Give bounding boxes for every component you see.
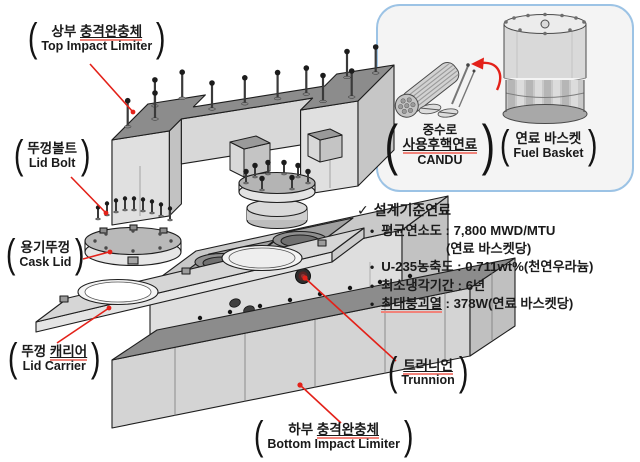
paren-close: ) — [587, 123, 597, 167]
design-basis-fuel-specs: ✓설계기준연료 •평균연소도 : 7,800 MWD/MTU (연료 바스켓당)… — [357, 200, 640, 313]
fuel-basket-part — [502, 12, 588, 124]
bullet-icon: • — [370, 296, 375, 311]
paren-open: ( — [384, 113, 399, 176]
bundle-end-plates — [418, 103, 459, 118]
specs-title: ✓설계기준연료 — [357, 202, 452, 218]
label-bottom-impact-limiter: ( 하부 충격완충체 Bottom Impact Limiter ) — [253, 414, 414, 458]
label-lid-bolt: ( 뚜껑볼트 Lid Bolt ) — [13, 133, 91, 177]
paren-close: ) — [80, 133, 91, 177]
spec-item-enrichment: •U-235농축도 : 0.711wt%(천연우라늄) — [370, 259, 594, 275]
paren-close: ) — [156, 16, 166, 60]
label-candu-spent-fuel: ( 중수로 사용후핵연료 CANDU ) — [384, 113, 496, 176]
paren-open: ( — [499, 123, 510, 167]
paren-open: ( — [387, 350, 398, 394]
limiter-legs — [229, 128, 343, 178]
paren-open: ( — [253, 414, 264, 458]
paren-close: ) — [403, 414, 414, 458]
candu-fuel-bundle-part — [394, 61, 476, 118]
paren-close: ) — [75, 232, 85, 276]
spec-item-burnup-line2: (연료 바스켓당) — [446, 241, 532, 257]
leader-lines — [56, 63, 397, 424]
cask-lid-part — [84, 224, 182, 267]
label-lid-carrier: ( 뚜껑 캐리어 Lid Carrier ) — [7, 336, 101, 380]
paren-open: ( — [7, 336, 18, 380]
check-icon: ✓ — [357, 202, 369, 218]
base-bolt-row — [197, 273, 413, 321]
inset-arrowhead — [471, 57, 484, 70]
label-fuel-basket: ( 연료 바스켓 Fuel Basket ) — [499, 123, 597, 167]
label-top-impact-limiter: ( 상부 충격완충체 Top Impact Limiter ) — [27, 16, 166, 60]
spec-item-decay-heat: •최대붕괴열 : 378W(연료 바스켓당) — [370, 295, 574, 313]
spec-item-cooling-time: •최소냉각기간 : 6년 — [370, 277, 486, 293]
paren-close: ) — [91, 336, 101, 380]
paren-close: ) — [481, 113, 496, 176]
lid-carrier-part — [35, 227, 365, 333]
paren-open: ( — [13, 133, 24, 177]
bottom-impact-limiter-part — [111, 257, 516, 429]
bullet-icon: • — [370, 224, 375, 238]
label-trunnion: ( 트러니언 Trunnion ) — [387, 350, 469, 394]
paren-close: ) — [458, 350, 469, 394]
spec-item-burnup: •평균연소도 : 7,800 MWD/MTU (연료 바스켓당) — [370, 222, 640, 258]
paren-open: ( — [27, 16, 38, 60]
paren-open: ( — [5, 232, 16, 276]
top-impact-limiter-part — [111, 64, 395, 226]
label-cask-lid: ( 용기뚜껑 Cask Lid ) — [5, 232, 85, 276]
bullet-icon: • — [370, 260, 375, 275]
inset-arrow — [480, 61, 502, 91]
bullet-icon: • — [370, 278, 375, 293]
upper-cask-lid-part — [238, 159, 316, 204]
